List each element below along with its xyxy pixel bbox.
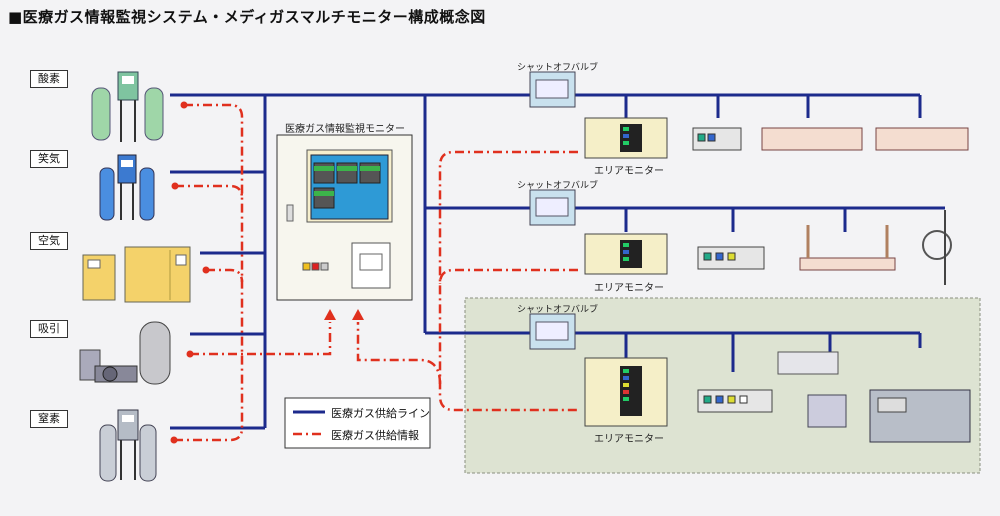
nitrous-oxide-cylinder-icon bbox=[99, 154, 155, 221]
gas-label-air: 空気 bbox=[30, 232, 68, 250]
legend-supply-line-label: 医療ガス供給ライン bbox=[331, 407, 430, 420]
to-monitor-info-line bbox=[190, 322, 332, 356]
area-monitor-label-zone-2: エリアモニター bbox=[594, 283, 664, 294]
legend-supply-info-label: 医療ガス供給情報 bbox=[331, 429, 419, 442]
area-monitor-label-zone-1: エリアモニター bbox=[594, 166, 664, 177]
area-monitor-info-line bbox=[438, 150, 578, 412]
gas-label-oxygen: 酸素 bbox=[30, 70, 68, 88]
area-monitor-label-zone-3: エリアモニター bbox=[594, 434, 664, 445]
gas-label-vacuum: 吸引 bbox=[30, 320, 68, 338]
zone-2-outlets bbox=[697, 210, 952, 285]
from-area-info-line bbox=[356, 322, 442, 385]
arrow-up-right bbox=[352, 309, 364, 320]
arrow-up-left bbox=[324, 309, 336, 320]
zone-3-outlets bbox=[697, 351, 971, 443]
info-lines bbox=[174, 103, 578, 442]
gas-label-nitrogen: 窒素 bbox=[30, 410, 68, 428]
valve-label-zone-2: シャットオフバルブ bbox=[517, 181, 599, 191]
nitrogen-cylinder-icon bbox=[99, 409, 157, 482]
area-monitor-icons bbox=[584, 117, 668, 427]
air-compressor-icon bbox=[82, 246, 191, 303]
gas-label-nitrous: 笑気 bbox=[30, 150, 68, 168]
central-monitor-label: 医療ガス情報監視モニター bbox=[285, 124, 405, 135]
oxygen-cylinder-icon bbox=[91, 71, 164, 142]
page-title: ■医療ガス情報監視システム・メディガスマルチモニター構成概念図 bbox=[8, 8, 486, 26]
source-sensor-dots bbox=[170, 101, 210, 444]
valve-label-zone-1: シャットオフバルブ bbox=[517, 63, 599, 73]
shutoff-valve-icons bbox=[529, 71, 576, 350]
zone-1-outlets bbox=[692, 127, 969, 151]
vacuum-pump-icon bbox=[79, 321, 171, 385]
oxygen-info-line bbox=[184, 103, 244, 430]
supply-lines bbox=[170, 93, 945, 430]
central-monitor-cabinet bbox=[276, 134, 413, 301]
valve-label-zone-3: シャットオフバルブ bbox=[517, 305, 599, 315]
legend-box bbox=[284, 397, 431, 449]
